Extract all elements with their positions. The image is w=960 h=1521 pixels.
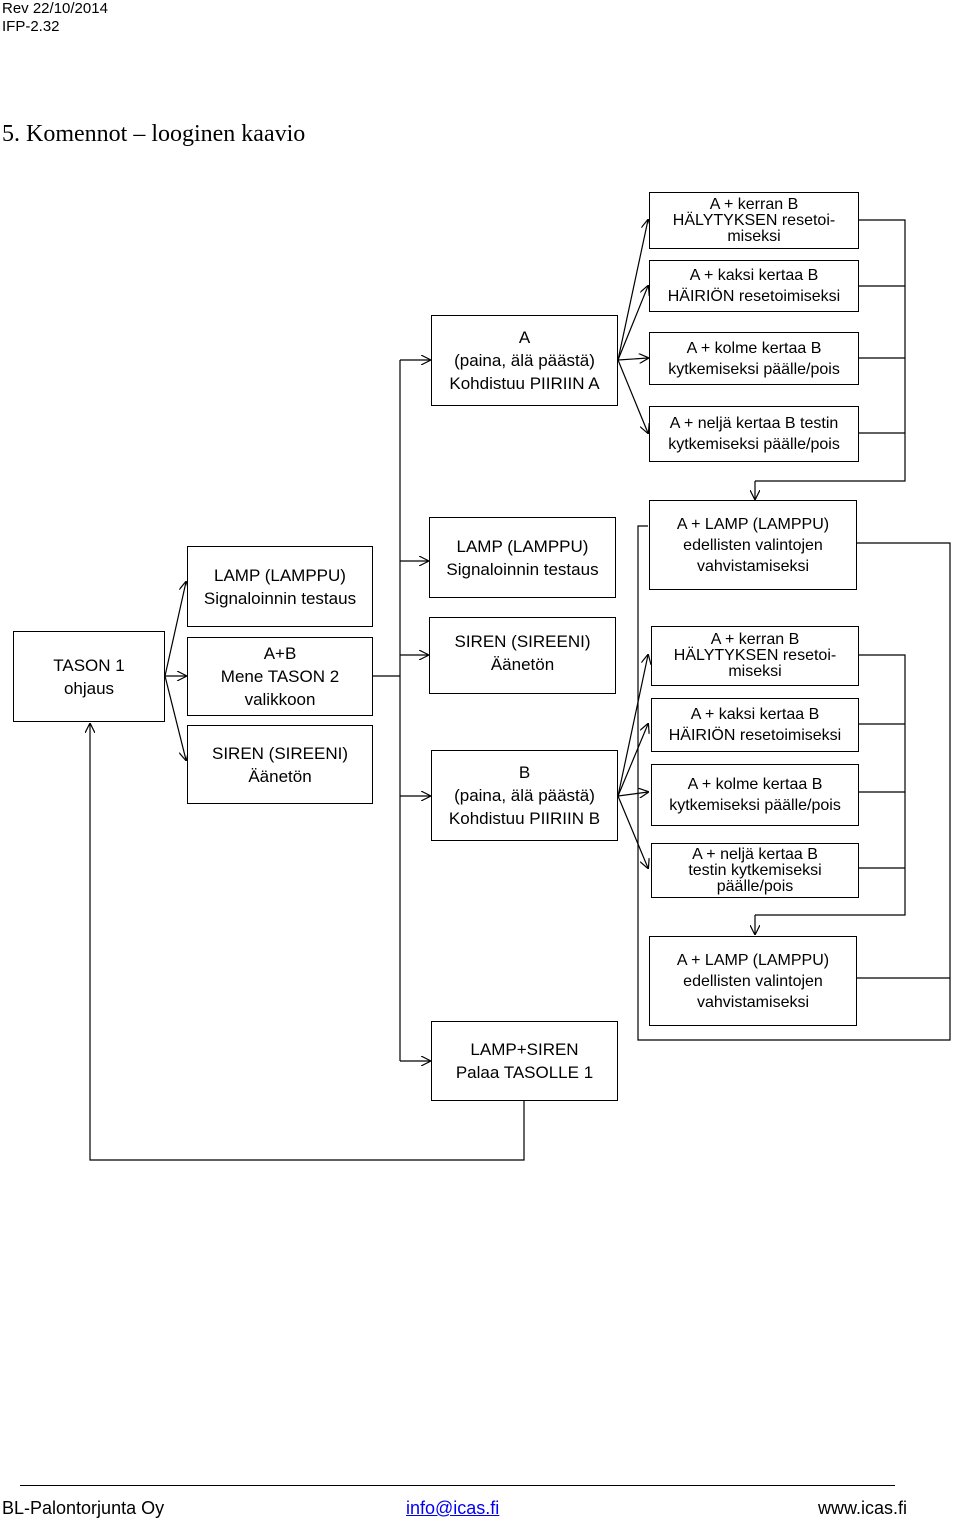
- a-option-thrice-line2: kytkemiseksi päälle/pois: [668, 360, 840, 378]
- document-code: IFP-2.32: [2, 18, 60, 35]
- press-b-line2: (paina, älä päästä): [454, 786, 595, 805]
- siren-mid-line1: SIREN (SIREENI): [454, 632, 591, 651]
- a-option-once-line3: miseksi: [727, 227, 781, 245]
- a-option-four-line1: A + neljä kertaa B testin: [669, 415, 839, 432]
- a-group-bracket: [755, 219, 906, 482]
- footer-website: www.icas.fi: [818, 1498, 908, 1518]
- lamp-mid-line1: LAMP (LAMPPU): [456, 536, 589, 556]
- arrow-b-twice: [617, 724, 648, 797]
- b-option-four-line3: päälle/pois: [716, 877, 794, 895]
- a-option-twice-line2: HÄIRIÖN resetoimiseksi: [667, 288, 841, 305]
- revision-label: Rev 22/10/2014: [2, 0, 108, 17]
- arrow-b-thrice: [617, 792, 648, 796]
- footer-email-link[interactable]: info@icas.fi: [406, 1498, 500, 1518]
- arrow-return-tason1: [90, 724, 525, 1161]
- b-option-twice-line1: A + kaksi kertaa B: [690, 706, 820, 723]
- a-option-thrice-box[interactable]: A + kolme kertaa B kytkemiseksi päälle/p…: [649, 332, 859, 385]
- press-a-line3: Kohdistuu PIIRIIN A: [449, 374, 600, 393]
- b-option-once-box[interactable]: A + kerran B HÄLYTYKSEN resetoi- miseksi: [651, 626, 859, 686]
- press-a-line1: A: [518, 328, 531, 347]
- b-option-thrice-box[interactable]: A + kolme kertaa B kytkemiseksi päälle/p…: [651, 764, 859, 826]
- footer-company: BL-Palontorjunta Oy: [2, 1498, 165, 1518]
- arrow-b-four: [617, 795, 648, 868]
- press-b-box[interactable]: B (paina, älä päästä) Kohdistuu PIIRIIN …: [431, 750, 618, 841]
- b-group-bracket: [755, 654, 906, 916]
- b-option-once-line3: miseksi: [728, 663, 782, 680]
- press-a-box[interactable]: A (paina, älä päästä) Kohdistuu PIIRIIN …: [431, 315, 618, 406]
- ab-menu-line2: Mene TASON 2: [220, 667, 340, 686]
- siren-mid-line2: Äänetön: [490, 655, 555, 674]
- a-option-twice-line1: A + kaksi kertaa B: [689, 267, 819, 284]
- b-option-once-line2: HÄLYTYKSEN resetoi-: [673, 647, 837, 664]
- b-option-four-line2: testin kytkemiseksi: [688, 861, 822, 879]
- lamp-mid-box[interactable]: LAMP (LAMPPU) Signaloinnin testaus: [429, 517, 616, 598]
- arrow-a-once: [617, 220, 648, 361]
- a-lamp-confirm-line3: vahvistamiseksi: [696, 557, 810, 575]
- tason1-line2: ohjaus: [63, 678, 115, 698]
- arrow-tason1-lamp: [164, 582, 186, 677]
- b-option-twice-box[interactable]: A + kaksi kertaa B HÄIRIÖN resetoimiseks…: [651, 698, 859, 752]
- a-option-four-box[interactable]: A + neljä kertaa B testin kytkemiseksi p…: [649, 406, 859, 462]
- press-b-line1: B: [518, 763, 531, 782]
- footer-divider: [20, 1485, 895, 1486]
- b-option-once-line1: A + kerran B: [710, 631, 800, 648]
- lamp-left-box[interactable]: LAMP (LAMPPU) Signaloinnin testaus: [187, 546, 373, 627]
- a-lamp-confirm-line1: A + LAMP (LAMPPU): [676, 515, 830, 533]
- ab-menu-line1: A+B: [263, 644, 297, 663]
- ab-menu-box[interactable]: A+B Mene TASON 2 valikkoon: [187, 637, 373, 716]
- siren-left-line1: SIREN (SIREENI): [211, 743, 349, 763]
- a-option-thrice-line1: A + kolme kertaa B: [686, 339, 822, 357]
- a-option-twice-box[interactable]: A + kaksi kertaa B HÄIRIÖN resetoimiseks…: [649, 260, 859, 312]
- a-option-four-line2: kytkemiseksi päälle/pois: [668, 436, 840, 453]
- b-option-twice-line2: HÄIRIÖN resetoimiseksi: [668, 727, 842, 744]
- b-lamp-confirm-line2: edellisten valintojen: [683, 972, 823, 990]
- a-lamp-confirm-box[interactable]: A + LAMP (LAMPPU) edellisten valintojen …: [649, 500, 857, 590]
- lamp-left-line1: LAMP (LAMPPU): [214, 565, 346, 585]
- arrow-b-once: [617, 655, 648, 797]
- b-lamp-confirm-box[interactable]: A + LAMP (LAMPPU) edellisten valintojen …: [649, 936, 857, 1026]
- a-lamp-confirm-line2: edellisten valintojen: [683, 536, 823, 554]
- arrow-a-thrice: [617, 358, 648, 360]
- press-b-line3: Kohdistuu PIIRIIN B: [448, 809, 601, 828]
- siren-left-box[interactable]: SIREN (SIREENI) Äänetön: [187, 725, 373, 804]
- lamp-siren-box[interactable]: LAMP+SIREN Palaa TASOLLE 1: [431, 1021, 618, 1101]
- arrow-a-twice: [617, 286, 648, 361]
- arrow-tason1-siren: [164, 675, 186, 760]
- b-option-thrice-line2: kytkemiseksi päälle/pois: [669, 797, 841, 814]
- lamp-siren-line1: LAMP+SIREN: [470, 1040, 579, 1059]
- a-option-once-line1: A + kerran B: [709, 195, 799, 213]
- arrow-a-four: [617, 359, 648, 433]
- siren-left-line2: Äänetön: [248, 766, 312, 786]
- tason1-line1: TASON 1: [53, 655, 125, 675]
- b-lamp-confirm-line1: A + LAMP (LAMPPU): [676, 951, 830, 969]
- b-lamp-confirm-line3: vahvistamiseksi: [696, 993, 810, 1011]
- b-option-four-box[interactable]: A + neljä kertaa B testin kytkemiseksi p…: [651, 843, 859, 898]
- lamp-left-line2: Signaloinnin testaus: [203, 588, 357, 608]
- b-option-thrice-line1: A + kolme kertaa B: [687, 776, 823, 793]
- press-a-line2: (paina, älä päästä): [454, 351, 595, 370]
- section-title: 5. Komennot – looginen kaavio: [2, 121, 306, 147]
- ab-menu-line3: valikkoon: [244, 690, 316, 709]
- b-option-four-line1: A + neljä kertaa B: [692, 845, 818, 863]
- siren-mid-box[interactable]: SIREN (SIREENI) Äänetön: [429, 617, 616, 694]
- a-option-once-box[interactable]: A + kerran B HÄLYTYKSEN resetoi- miseksi: [649, 192, 859, 249]
- tason1-box[interactable]: TASON 1 ohjaus: [13, 631, 165, 722]
- a-option-once-line2: HÄLYTYKSEN resetoi-: [672, 211, 836, 229]
- lamp-siren-line2: Palaa TASOLLE 1: [455, 1063, 594, 1082]
- lamp-mid-line2: Signaloinnin testaus: [446, 559, 599, 579]
- lamp-confirm-bracket: [637, 525, 951, 1041]
